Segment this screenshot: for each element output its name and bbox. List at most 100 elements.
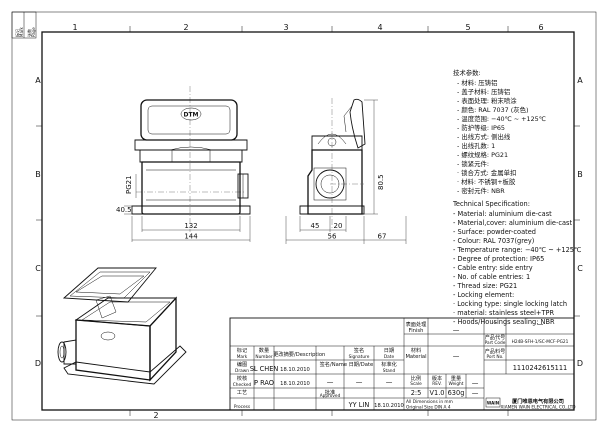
front-flange [131, 205, 251, 215]
company-name-en: XIAMEN WAIN ELECTRICAL CO.,LTD [500, 405, 576, 411]
row-label-c-right: C [577, 264, 583, 273]
tb-rev-cn: 版本 [432, 374, 442, 382]
col-label-6: 6 [538, 23, 543, 32]
tb-date-en: Date [384, 354, 395, 360]
spec-en-item: · material: stainless steel+TPR [453, 309, 554, 317]
tb-desc-en: /Description [294, 352, 325, 358]
tb-checked-en: Checked [233, 382, 252, 388]
side-latch [349, 98, 366, 149]
tb-rev-value: V1.0 [430, 389, 445, 397]
iso-latch-lid [62, 267, 157, 303]
row-label-a: A [35, 76, 41, 85]
tb-process-en: Process [234, 404, 251, 410]
tb-number-en: Number [255, 354, 272, 360]
spec-cn-item: · 锁合方式: 金属单扣 [457, 168, 516, 177]
spec-en-item: - No. of cable entries: 1 [453, 273, 530, 281]
spec-en-item: - Degree of protection: IP65 [453, 255, 544, 263]
tb-rev-en: REV. [432, 381, 441, 387]
spec-cn-item: - 颜色: RAL 7037 (灰色) [457, 105, 529, 114]
tb-finish-en: Finish [409, 328, 424, 334]
iso-body-side [149, 296, 177, 382]
front-view: DTM PG21 40.5 132 144 [116, 86, 251, 242]
spec-en-item: · Locking type: single locking latch [453, 300, 567, 308]
col-label-1: 1 [72, 23, 77, 32]
tb-checked-dash: — [386, 378, 393, 386]
tb-date-cn: 日期 [384, 347, 394, 354]
company-logo [485, 397, 501, 408]
tb-drawn-cn: 编图 [237, 360, 247, 368]
dim-56: 56 [328, 233, 337, 241]
corner-tab-total: Page [31, 27, 36, 37]
dim-144: 144 [184, 233, 198, 241]
company-logo-text: WAIN [487, 401, 499, 406]
col-label-2: 2 [183, 23, 188, 32]
tb-weight-en: Weight [449, 381, 464, 387]
spec-en-item: - Material,cover: aluminium die-cast [453, 219, 572, 227]
spec-en-item: - Temperature range: −40℃ ~ +125℃ [453, 246, 581, 254]
spec-cn-item: - 材料: 压铸铝 [457, 78, 497, 87]
tb-drawn-en: Drawn [235, 368, 249, 374]
col-label-bottom-2: 2 [153, 411, 158, 420]
front-latch-inner [147, 105, 231, 135]
spec-en-item: - Locking element: [453, 291, 514, 299]
isometric-view [57, 267, 187, 385]
tb-signhdr-name-en: /Name [330, 362, 347, 368]
tb-weight-dash: — [472, 379, 479, 387]
tb-approve-cn: 批准 [325, 388, 335, 396]
front-logo-text: DTM [183, 112, 198, 119]
tb-dims-note-1: All Dimensions in mm [406, 399, 453, 405]
company-name-cn: 厦门唯恩电气有限公司 [512, 397, 564, 405]
tb-drawn-name: SL CHEN [250, 365, 279, 373]
tb-partcode: H24B-SFH-1/SC-MCF-PG21 [512, 339, 569, 345]
tb-partcode-en: Part Code [485, 340, 506, 346]
dim-20: 20 [334, 222, 343, 230]
tb-approve-date: 18.10.2010 [374, 403, 404, 409]
spec-cn-item: - 表面处理: 粉末喷涂 [457, 96, 517, 105]
tb-top-right-dash: — [537, 320, 544, 328]
spec-cn-item: - 出线孔数: 1 [457, 141, 495, 150]
row-label-c: C [35, 264, 41, 273]
tb-approve-en: Approved [320, 393, 341, 399]
corner-tab-mark-en: Mark [19, 26, 24, 37]
tb-checked-cn: 校核 [237, 374, 247, 382]
tb-checked-dash: — [356, 378, 363, 386]
tb-partcode-cn: 产品代号 [485, 333, 506, 341]
side-view: 80.5 45 20 56 67 [285, 98, 407, 244]
front-logo-ellipse [180, 107, 202, 121]
dim-pg21: PG21 [125, 175, 133, 194]
tb-stand-en: Stand [383, 368, 396, 374]
spec-english: Technical Specification: - Material: alu… [452, 200, 581, 326]
iso-body-front [75, 319, 151, 381]
tb-signhdr-date-cn: 日期 [349, 361, 359, 368]
row-label-d: D [35, 359, 41, 368]
iso-logo [100, 331, 116, 341]
tb-stand-cn: 标准化 [381, 360, 397, 368]
spec-chinese: 技术参数: - 材料: 压铸铝 - 盖子材料: 压铸铝 - 表面处理: 粉末喷涂… [453, 68, 546, 195]
tb-scale-value: 2:5 [411, 389, 422, 397]
tb-desc-cn: 更改摘要 [273, 350, 294, 358]
dim-132: 132 [184, 222, 197, 230]
spec-cn-item: - 盖子材料: 压铸铝 [457, 87, 510, 96]
side-cable-entry-inner [320, 174, 340, 194]
spec-cn-item: - 螺纹规格: PG21 [457, 150, 508, 159]
corner-tab-mark: 标记 [14, 29, 20, 37]
title-block: 表面处理 Finish — 材料 Material — — — 产品代号 Par… [229, 317, 576, 411]
spec-en-item: - Surface: powder-coated [453, 228, 536, 236]
row-label-a-right: A [577, 76, 583, 85]
tb-finish-cn: 表面处理 [406, 320, 428, 328]
tb-finish-value: — [453, 326, 460, 334]
corner-tab-page: 张数 [26, 29, 32, 37]
tb-scale-en: Scale [410, 381, 422, 387]
tb-material-en: Material [405, 354, 426, 360]
tb-portno-en: Port No. [486, 354, 503, 360]
corner-tab: 标记 Mark 张数 Page [11, 11, 37, 39]
dim-45: 45 [311, 222, 320, 230]
row-label-b: B [35, 170, 41, 179]
tb-material-cn: 材料 [411, 346, 421, 354]
tb-sig-cn: 签名 [354, 346, 364, 354]
dim-40-5: 40.5 [116, 206, 132, 214]
spec-cn-item: - 锁紧元件: [457, 159, 489, 168]
iso-gland [63, 339, 77, 365]
tb-dims-note-2: Original Size DIN A 4 [406, 405, 451, 411]
